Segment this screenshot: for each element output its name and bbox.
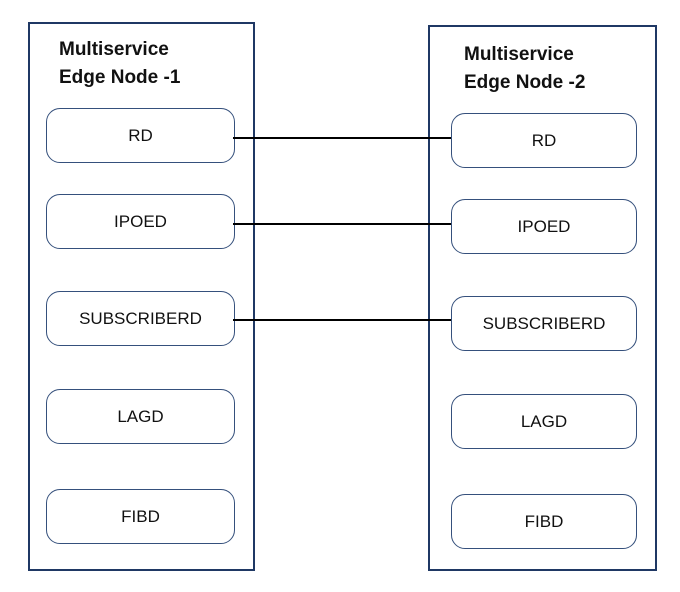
connector-line-ipoed [233,223,451,225]
edge-node-2-title-line2: Edge Node -2 [464,72,586,93]
module-box-ipoed-node1: IPOED [46,194,235,249]
module-box-fibd-node2: FIBD [451,494,637,549]
connector-line-subscriberd [233,319,451,321]
edge-node-1-box: Multiservice Edge Node -1 RD IPOED SUBSC… [28,22,255,571]
edge-node-2-title-line1: Multiservice [464,44,574,65]
module-box-fibd-node1: FIBD [46,489,235,544]
edge-node-2-box: Multiservice Edge Node -2 RD IPOED SUBSC… [428,25,657,571]
module-box-rd-node2: RD [451,113,637,168]
module-box-subscriberd-node2: SUBSCRIBERD [451,296,637,351]
module-box-lagd-node1: LAGD [46,389,235,444]
edge-node-1-title-line2: Edge Node -1 [59,67,181,88]
edge-node-1-title: Multiservice Edge Node -1 [59,36,180,92]
module-box-subscriberd-node1: SUBSCRIBERD [46,291,235,346]
module-box-ipoed-node2: IPOED [451,199,637,254]
edge-node-2-title: Multiservice Edge Node -2 [464,41,585,97]
connector-line-rd [233,137,451,139]
module-box-rd-node1: RD [46,108,235,163]
module-box-lagd-node2: LAGD [451,394,637,449]
edge-node-1-title-line1: Multiservice [59,39,169,60]
